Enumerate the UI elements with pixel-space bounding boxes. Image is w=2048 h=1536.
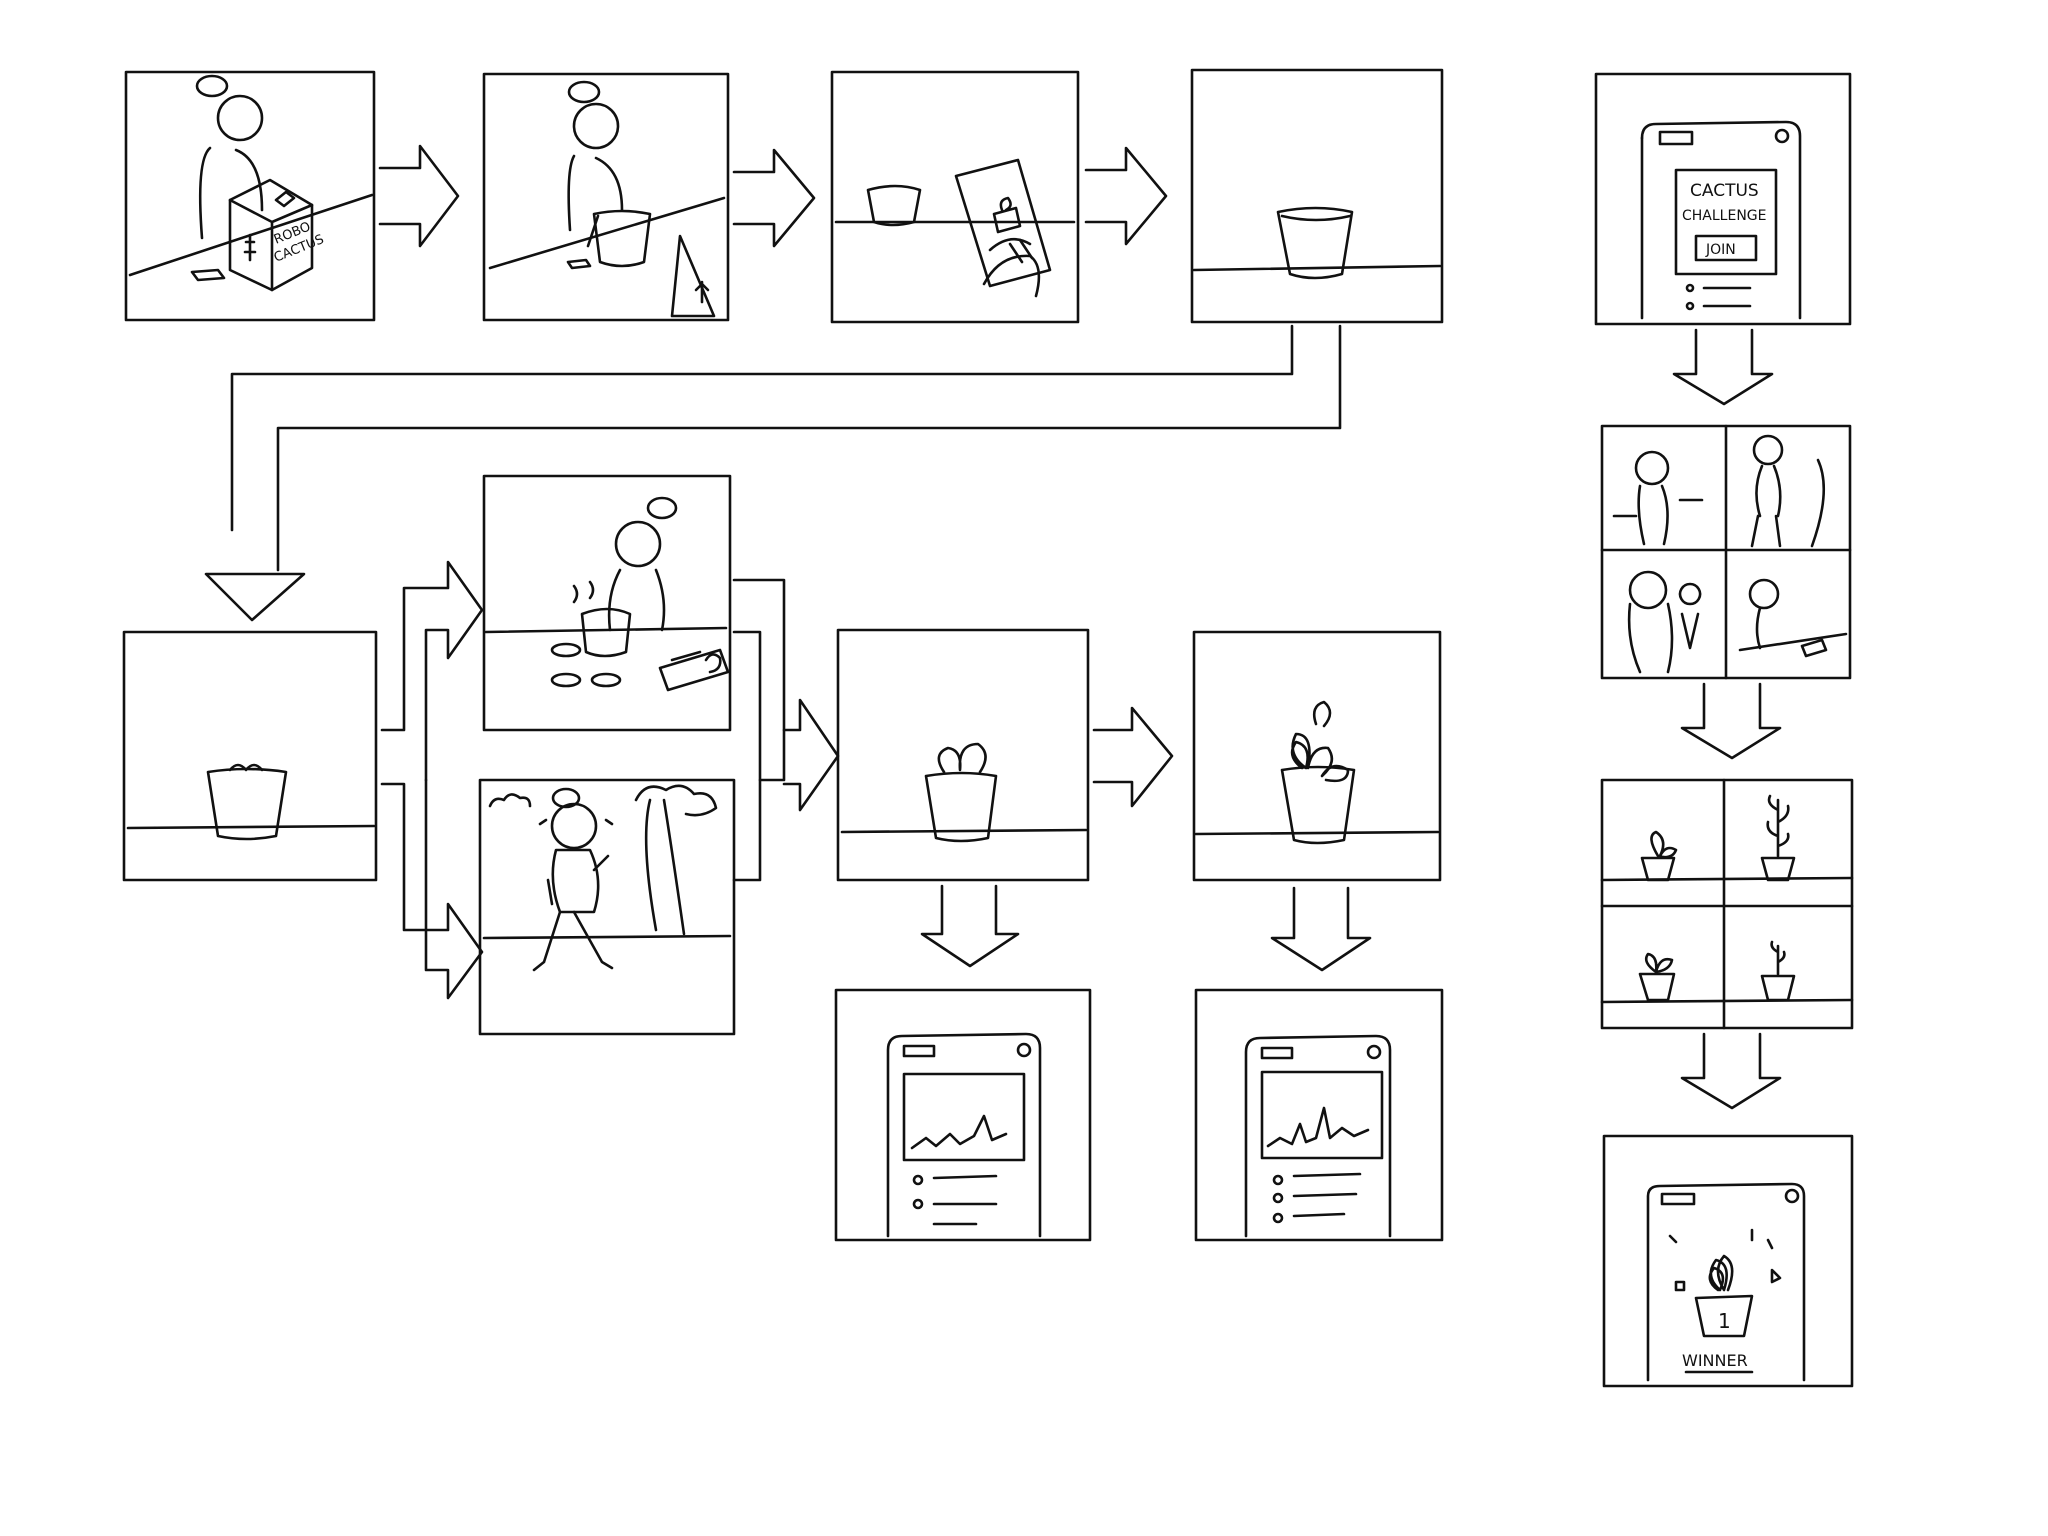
panel-walking: [478, 778, 736, 1036]
arrow-right-3: [1084, 146, 1168, 246]
status-bar-icon-3: [902, 1044, 936, 1058]
cloud-icon: [488, 793, 532, 808]
arrow-right-row2: [1092, 706, 1174, 808]
panel-cooking: [482, 474, 732, 732]
merge-arrow: [732, 578, 840, 882]
plant-icon-4: [1770, 940, 1786, 976]
ice-cream-icon: [1678, 582, 1702, 650]
plant-icon-2: [1766, 794, 1790, 858]
status-bar-icon-4: [1260, 1046, 1294, 1060]
panel-growing-plant: [836, 628, 1090, 882]
dumbbell-icon: [1612, 498, 1704, 518]
panel-winner: 1 WINNER: [1602, 1134, 1854, 1388]
cactus-chart-area: [1260, 1070, 1384, 1160]
confetti-icon: [1668, 1228, 1782, 1292]
join-button[interactable]: [1694, 234, 1758, 262]
split-arrow: [380, 560, 484, 1000]
panel-unboxing: ROBO CACTUS: [124, 70, 376, 322]
panel-grown-cactus: [1192, 630, 1442, 882]
sprout-icon: [228, 763, 264, 772]
status-bar-icon-2: [1660, 1192, 1696, 1206]
cactus-sketch-icon: [243, 233, 257, 262]
growth-chart-area: [902, 1072, 1026, 1162]
camera-icon: [1774, 128, 1790, 144]
challenge-title-line1: CACTUS: [1690, 181, 1759, 201]
arrow-right-2: [732, 148, 816, 248]
camera-icon-2: [1784, 1188, 1800, 1204]
leaf-sketch-icon: [694, 280, 710, 304]
challenge-title-line2: CHALLENGE: [1682, 208, 1767, 224]
plant-icon-3: [1644, 952, 1674, 974]
camera-icon-3: [1016, 1042, 1032, 1058]
plant-icon-1: [1650, 830, 1678, 859]
arrow-down-col5-1: [1672, 328, 1774, 406]
arrow-down-col5-3: [1680, 1032, 1782, 1110]
loop-connector-arrow: [204, 324, 1342, 622]
panel-cactus-chart-phone: [1194, 988, 1444, 1242]
panel-growth-chart-phone: [834, 988, 1092, 1242]
arrow-down-cactus-data: [1270, 886, 1372, 972]
panel-phone-scan: [830, 70, 1080, 324]
camera-icon-4: [1366, 1044, 1382, 1060]
panel-plant-comparison-grid: [1600, 778, 1854, 1030]
panel-exercise-grid: [1600, 424, 1852, 680]
knife-icon: [670, 650, 702, 662]
arrow-down-growth-data: [920, 884, 1020, 968]
trophy-cactus-icon: [1708, 1254, 1734, 1292]
panel-pot-on-shelf: [1190, 68, 1444, 324]
status-bar-icon: [1658, 130, 1694, 146]
rank-number: 1: [1718, 1309, 1731, 1333]
growth-chart-line: [910, 1114, 1008, 1150]
arrow-down-col5-2: [1680, 682, 1782, 760]
panel-pot-setup: [482, 72, 730, 322]
panel-cactus-challenge: CACTUS CHALLENGE JOIN: [1594, 72, 1852, 326]
tall-cactus-icon: [1290, 700, 1350, 783]
succulent-icon: [937, 742, 987, 774]
winner-label: WINNER: [1682, 1351, 1748, 1370]
join-button-label: JOIN: [1705, 242, 1736, 258]
vegetable-icon: [704, 653, 722, 674]
arrow-right-1: [378, 144, 460, 248]
phone-plant-icon: [992, 196, 1022, 234]
cactus-chart-line: [1266, 1106, 1370, 1148]
panel-sprout: [122, 630, 378, 882]
tree-canopy-icon: [634, 784, 718, 817]
